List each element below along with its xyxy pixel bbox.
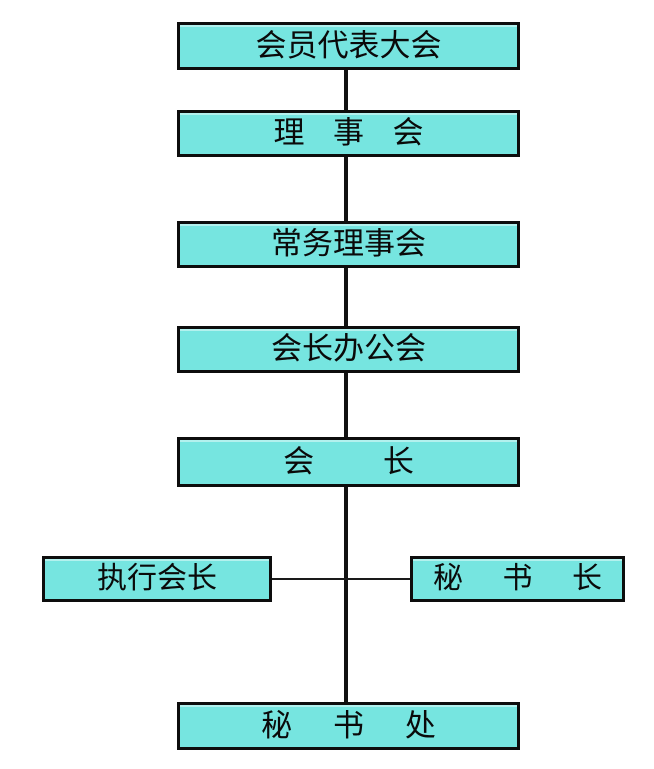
node-executive-president-label: 执行会长 [97, 561, 217, 596]
node-members-congress[interactable]: 会员代表大会 [177, 22, 520, 70]
node-president-office-meeting-label: 会长办公会 [271, 331, 426, 367]
node-standing-council-label: 常务理事会 [271, 226, 426, 262]
secretary-general-connector [344, 578, 412, 580]
node-executive-president[interactable]: 执行会长 [42, 556, 272, 602]
node-president-office-meeting[interactable]: 会长办公会 [177, 326, 520, 373]
spine-vertical-connector [344, 68, 348, 704]
node-members-congress-label: 会员代表大会 [255, 27, 442, 64]
node-standing-council[interactable]: 常务理事会 [177, 221, 520, 268]
node-secretary-general[interactable]: 秘 书 长 [410, 556, 625, 602]
node-president-label: 会 长 [283, 443, 444, 480]
node-secretary-general-label: 秘 书 长 [432, 561, 618, 596]
node-council-label: 理 事 会 [273, 115, 433, 151]
node-secretariat[interactable]: 秘 书 处 [177, 702, 520, 750]
node-president[interactable]: 会 长 [177, 437, 520, 487]
node-council[interactable]: 理 事 会 [177, 110, 520, 157]
node-secretariat-label: 秘 书 处 [261, 707, 452, 744]
executive-president-connector [272, 578, 346, 580]
